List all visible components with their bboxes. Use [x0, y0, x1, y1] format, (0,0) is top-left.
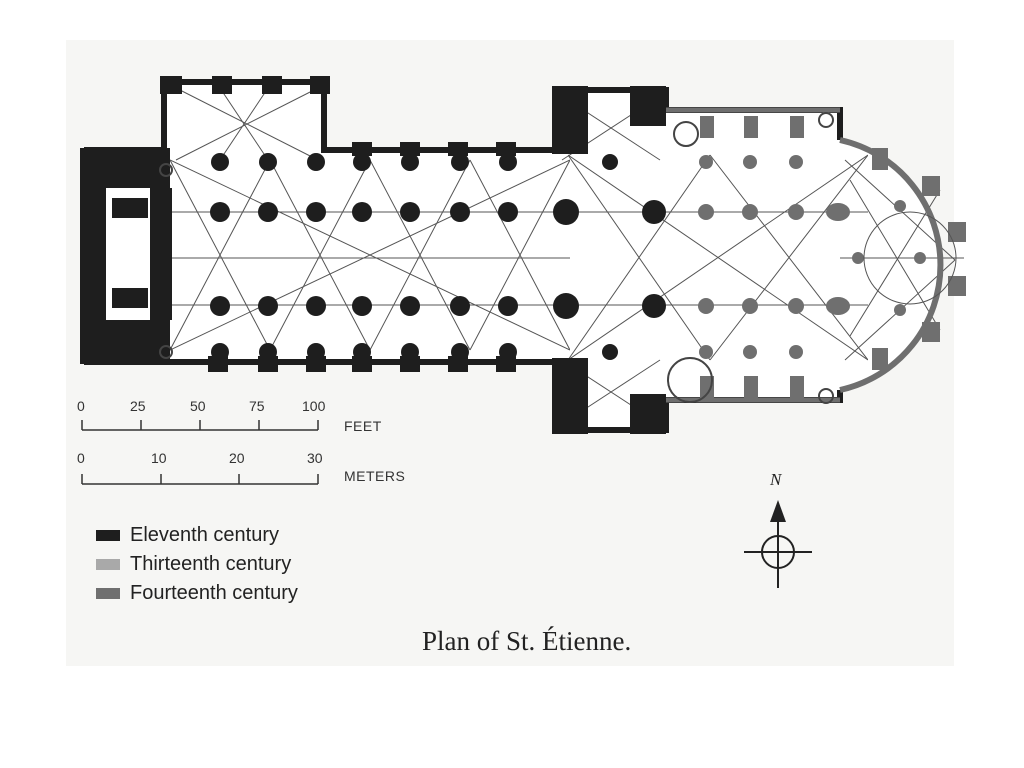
- buttresses: [160, 76, 516, 372]
- nave-piers: [210, 153, 666, 361]
- north-arrow-icon: [770, 500, 786, 522]
- legend-item-thirteenth: Thirteenth century: [96, 552, 291, 576]
- west-towers: [80, 148, 172, 364]
- legend-label: Fourteenth century: [130, 581, 298, 604]
- feet-tick-label: 50: [190, 398, 206, 414]
- feet-tick-label: 25: [130, 398, 146, 414]
- transept-masonry: [552, 86, 666, 434]
- scale-bar-meters: [81, 474, 319, 485]
- meters-tick-label: 20: [229, 450, 245, 466]
- feet-tick-label: 100: [302, 398, 326, 414]
- choir-piers: [698, 116, 850, 398]
- legend-swatch: [96, 587, 120, 599]
- legend-swatch: [96, 529, 120, 541]
- scale-bar-feet: [81, 420, 319, 431]
- meters-tick-label: 0: [77, 450, 85, 466]
- legend-item-fourteenth: Fourteenth century: [96, 581, 298, 605]
- compass-north-label: N: [770, 470, 782, 489]
- plan-body: [84, 82, 941, 430]
- stair-turrets: [159, 112, 834, 404]
- legend-item-eleventh: Eleventh century: [96, 523, 279, 547]
- figure-caption: Plan of St. Étienne.: [422, 626, 632, 656]
- meters-tick-label: 30: [307, 450, 323, 466]
- apse-chapels: [852, 148, 966, 370]
- meters-unit-label: METERS: [344, 468, 406, 484]
- apse-ambulatory: [863, 211, 957, 305]
- legend-label: Eleventh century: [130, 523, 279, 546]
- legend-swatch: [96, 558, 120, 570]
- meters-tick-label: 10: [151, 450, 167, 466]
- compass-rose: [744, 500, 812, 588]
- legend-label: Thirteenth century: [130, 552, 292, 575]
- feet-unit-label: FEET: [344, 418, 382, 434]
- choir-walls: [666, 107, 840, 403]
- feet-tick-label: 75: [249, 398, 265, 414]
- feet-tick-label: 0: [77, 398, 85, 414]
